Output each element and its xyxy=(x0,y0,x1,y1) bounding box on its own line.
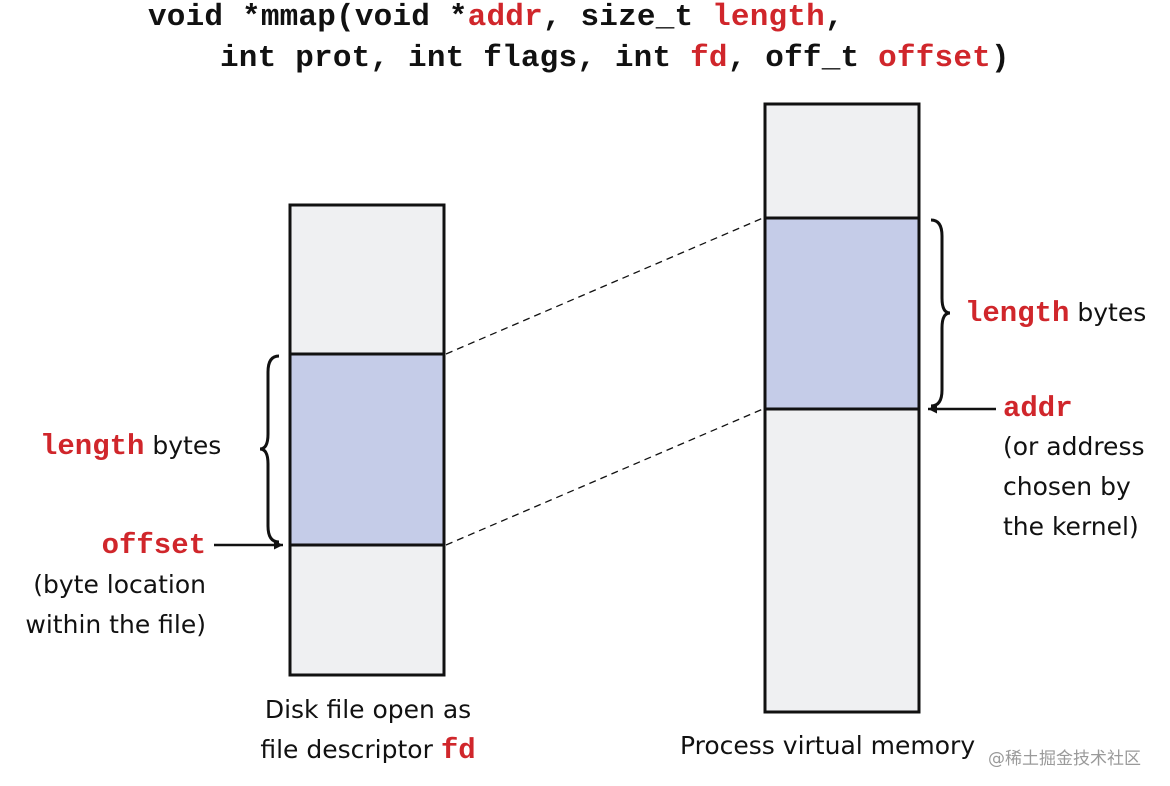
signature-line-1: void *mmap(void *addr, size_t length, xyxy=(148,0,844,35)
disk-offset-desc: (byte location within the file) xyxy=(0,565,206,645)
disk-caption-line2: file descriptor fd xyxy=(228,730,508,771)
disk-length-code: length xyxy=(40,430,145,463)
disk-offset-code: offset xyxy=(101,529,206,562)
signature-line-2: int prot, int flags, int fd, off_t offse… xyxy=(220,41,1010,76)
disk-length-suffix: bytes xyxy=(144,431,222,460)
disk-offset-label: offset xyxy=(0,525,206,566)
vm-addr-desc-line2: chosen by xyxy=(1003,472,1131,501)
vm-length-code: length xyxy=(965,297,1070,330)
disk-caption-fd-code: fd xyxy=(440,734,476,767)
vm-addr-desc: (or address chosen by the kernel) xyxy=(1003,427,1145,547)
vm-addr-desc-line1: (or address xyxy=(1003,432,1145,461)
sig-text: void *mmap(void * xyxy=(148,0,468,35)
disk-caption-line1: Disk file open as xyxy=(264,695,472,724)
sig-param-addr: addr xyxy=(467,0,543,35)
vm-length-suffix: bytes xyxy=(1069,298,1147,327)
sig-param-fd: fd xyxy=(690,41,728,76)
disk-file-caption: Disk file open as file descriptor fd xyxy=(228,690,508,771)
sig-text: ) xyxy=(990,41,1010,76)
sig-text: , size_t xyxy=(542,0,713,35)
watermark: @稀土掘金技术社区 xyxy=(988,749,1141,769)
sig-param-length: length xyxy=(712,0,825,35)
disk-length-label: length bytes xyxy=(40,426,221,467)
vm-addr-code: addr xyxy=(1003,392,1073,425)
disk-file-mapped-region xyxy=(288,352,446,547)
disk-caption-text: file descriptor xyxy=(260,735,441,764)
disk-length-brace xyxy=(259,354,280,544)
sig-param-offset: offset xyxy=(878,41,991,76)
mapping-line-top xyxy=(445,217,764,355)
virtual-memory-mapped-region xyxy=(763,216,921,411)
vm-length-brace xyxy=(930,218,951,408)
disk-offset-desc-line2: within the file) xyxy=(25,610,206,639)
mapping-line-bottom xyxy=(445,408,764,546)
sig-text: int prot, int flags, int xyxy=(220,41,691,76)
sig-text: , off_t xyxy=(727,41,879,76)
vm-caption-text: Process virtual memory xyxy=(680,731,976,760)
sig-text: , xyxy=(824,0,844,35)
vm-addr-label: addr xyxy=(1003,388,1073,429)
vm-caption: Process virtual memory xyxy=(680,726,975,766)
vm-addr-desc-line3: the kernel) xyxy=(1003,512,1139,541)
disk-offset-desc-line1: (byte location xyxy=(33,570,206,599)
vm-length-label: length bytes xyxy=(965,293,1146,334)
